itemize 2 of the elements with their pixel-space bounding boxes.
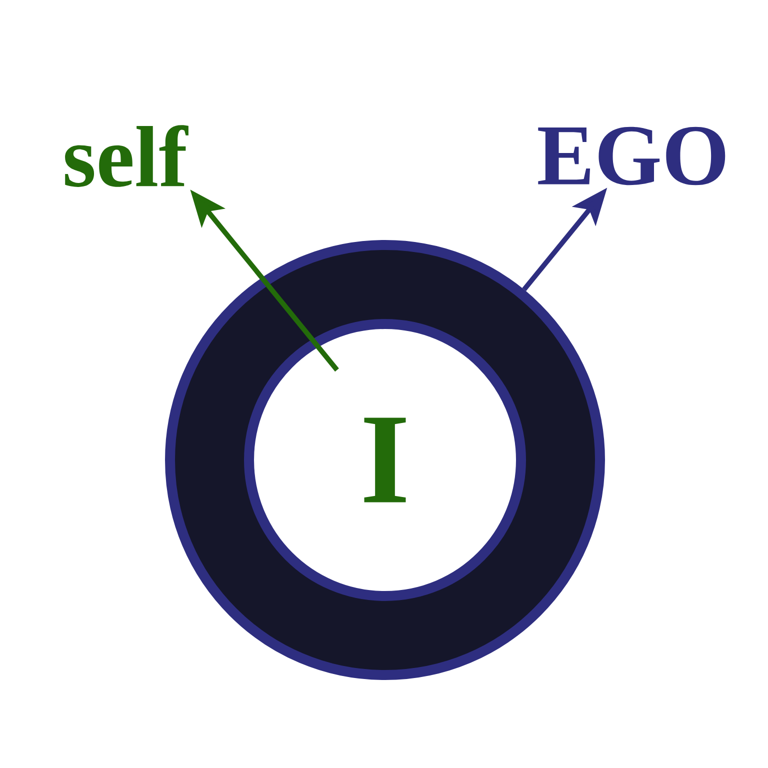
label-text: self xyxy=(65,125,188,187)
label-text: EGO xyxy=(538,126,726,186)
